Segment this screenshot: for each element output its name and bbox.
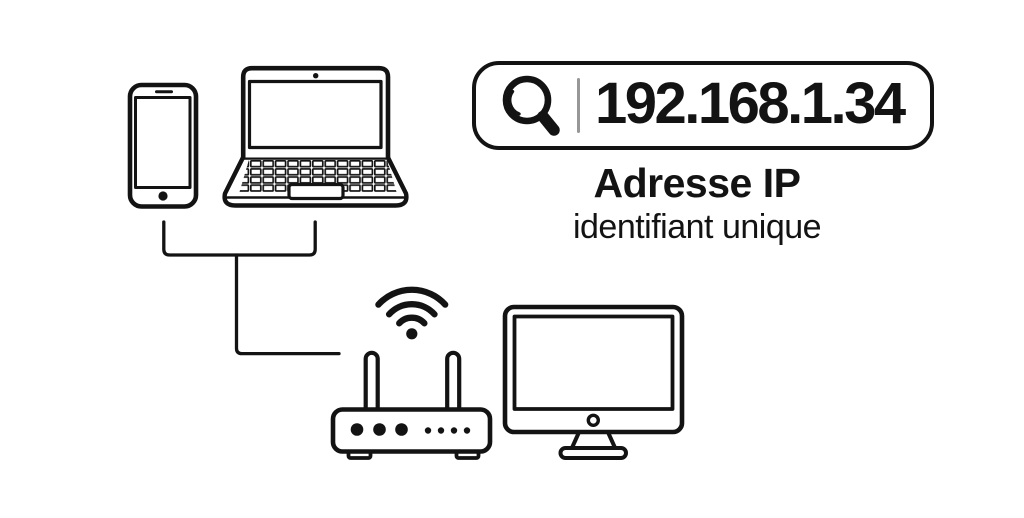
wifi-router-icon bbox=[330, 350, 493, 460]
monitor-display bbox=[512, 314, 675, 411]
router-body bbox=[330, 407, 493, 454]
phone-home-button bbox=[158, 191, 168, 201]
laptop-base bbox=[222, 155, 409, 208]
network-cable-bracket bbox=[162, 220, 317, 257]
search-icon bbox=[502, 75, 560, 136]
router-foot-left bbox=[346, 446, 373, 460]
router-foot-right bbox=[454, 446, 481, 460]
ip-address-value: 192.168.1.34 bbox=[595, 70, 906, 136]
smartphone-icon bbox=[127, 82, 199, 209]
search-divider bbox=[577, 78, 580, 133]
monitor-frame bbox=[502, 304, 685, 435]
monitor-stand bbox=[569, 428, 618, 452]
router-antenna-right bbox=[445, 350, 462, 417]
caption-title: Adresse IP bbox=[593, 160, 801, 206]
monitor-power-button bbox=[586, 413, 600, 427]
laptop-display bbox=[247, 79, 383, 150]
laptop-keyboard bbox=[239, 159, 397, 192]
wifi-signal-icon bbox=[375, 286, 449, 340]
desktop-monitor-icon bbox=[502, 304, 685, 460]
monitor-base bbox=[558, 446, 628, 460]
router-leds bbox=[350, 423, 471, 436]
search-bar[interactable]: 192.168.1.34 bbox=[472, 61, 934, 150]
network-cable-to-router bbox=[234, 253, 341, 356]
caption-subtitle: identifiant unique bbox=[572, 208, 822, 246]
laptop-touchpad bbox=[287, 182, 345, 201]
laptop-screen bbox=[240, 65, 391, 160]
laptop-webcam bbox=[313, 73, 319, 79]
laptop-icon bbox=[222, 65, 409, 208]
router-antenna-left bbox=[363, 350, 380, 417]
